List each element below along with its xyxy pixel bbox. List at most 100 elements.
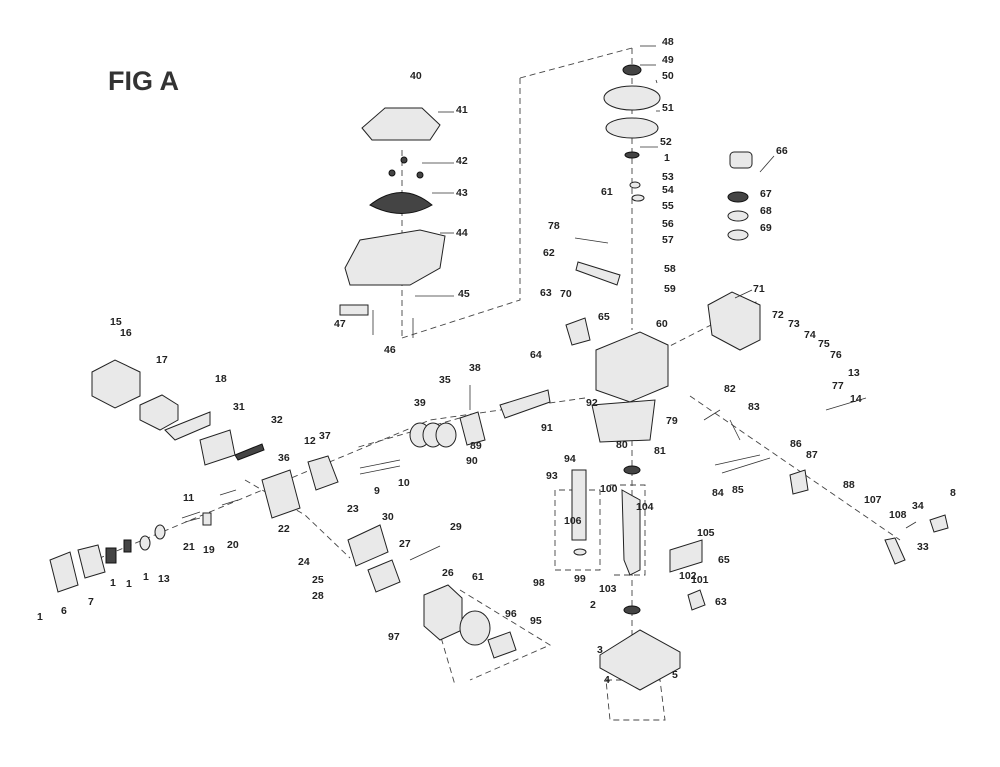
part-88-lever — [884, 537, 906, 565]
callout-label: 75 — [818, 338, 830, 350]
part-8-valve — [181, 511, 201, 519]
callout-label: 103 — [599, 583, 617, 595]
part-17-pipe — [199, 429, 236, 466]
part-71-fuel-tank — [707, 291, 761, 351]
callout-label: 37 — [319, 430, 331, 442]
part-shapes — [49, 64, 949, 691]
callout-label: 11 — [183, 492, 194, 504]
part-39-connecting-rod — [499, 389, 551, 419]
callout-label: 94 — [564, 453, 576, 465]
part-101-sump — [599, 629, 681, 691]
callout-label: 1 — [110, 577, 116, 589]
callout-labels: 4041424344454647484950515215354555657617… — [37, 36, 956, 686]
callout-label: 51 — [662, 102, 674, 114]
callout-label: 36 — [278, 452, 290, 464]
part-42-screw-b — [388, 169, 396, 177]
part-92-seal — [623, 465, 641, 475]
callout-label: 101 — [691, 574, 709, 586]
callout-label: 89 — [470, 440, 482, 452]
part-52-washer — [624, 151, 640, 159]
callout-label: 39 — [414, 397, 426, 409]
part-53-key — [629, 181, 641, 189]
callout-label: 90 — [466, 455, 478, 467]
callout-label: 61 — [472, 571, 484, 583]
callout-label: 65 — [718, 554, 730, 566]
callout-label: 71 — [753, 283, 765, 295]
part-44-blower-housing — [344, 229, 446, 286]
part-38-piston — [459, 411, 486, 446]
callout-label: 85 — [732, 484, 744, 496]
callout-label: 74 — [804, 329, 816, 341]
callout-label: 10 — [398, 477, 410, 489]
part-2-muffler — [49, 551, 79, 593]
callout-label: 62 — [543, 247, 555, 259]
callout-label: 28 — [312, 590, 324, 602]
part-11-bolt-b — [221, 499, 239, 506]
callout-label: 58 — [664, 263, 676, 275]
callout-label: 60 — [656, 318, 668, 330]
callout-label: 66 — [776, 145, 788, 157]
callout-label: 63 — [715, 596, 727, 608]
callout-label: 4 — [604, 674, 610, 686]
part-43-recoil-starter — [369, 192, 433, 214]
part-62-coil — [575, 261, 621, 286]
part-104-105-governor — [687, 589, 706, 611]
callout-label: 105 — [697, 527, 715, 539]
part-35-ring-c — [435, 422, 457, 448]
callout-label: 21 — [183, 541, 195, 553]
callout-label: 6 — [61, 605, 67, 617]
part-80-rod — [729, 419, 741, 441]
callout-label: 53 — [662, 171, 674, 183]
part-4-guard — [105, 547, 117, 564]
part-106-gear — [669, 539, 703, 573]
part-42-screw-c — [416, 171, 424, 179]
callout-label: 16 — [120, 327, 132, 339]
callout-label: 78 — [548, 220, 560, 232]
callout-label: 7 — [88, 596, 94, 608]
callout-label: 22 — [278, 523, 290, 535]
part-97-camshaft — [571, 469, 587, 541]
part-30-line — [409, 545, 441, 561]
callout-label: 41 — [456, 104, 468, 116]
part-70-governor — [565, 317, 591, 346]
part-10-clip — [202, 512, 212, 526]
callout-label: 3 — [597, 644, 603, 656]
part-3-gasket — [77, 544, 106, 579]
callout-label: 15 — [110, 316, 122, 328]
part-18-spark-plug — [234, 443, 265, 461]
callout-label: 65 — [598, 311, 610, 323]
figure-title: FIG A — [108, 66, 179, 96]
part-16-plate — [164, 411, 211, 441]
callout-label: 19 — [203, 544, 215, 556]
callout-label: 17 — [156, 354, 168, 366]
callout-label: 26 — [442, 567, 454, 579]
callout-label: 92 — [586, 397, 598, 409]
part-33-pushrod-b — [359, 465, 401, 475]
part-6-spring — [139, 535, 151, 551]
part-29-cover — [487, 631, 517, 659]
callout-label: 5 — [672, 669, 678, 681]
callout-label: 25 — [312, 574, 324, 586]
callout-label: 1 — [664, 152, 670, 164]
part-24-carburetor — [367, 559, 401, 593]
callout-label: 34 — [912, 500, 924, 512]
callout-label: 50 — [662, 70, 674, 82]
callout-label: 97 — [388, 631, 400, 643]
part-33-pushrod — [359, 459, 401, 469]
callout-label: 45 — [458, 288, 470, 300]
part-100-seal — [623, 605, 641, 615]
callout-label: 55 — [662, 200, 674, 212]
part-11-bolt — [219, 489, 237, 496]
part-98-washer — [573, 548, 587, 556]
part-31-gasket — [307, 455, 339, 491]
callout-label: 1 — [37, 611, 43, 623]
part-41-shroud — [361, 107, 441, 141]
callout-label: 47 — [334, 318, 346, 330]
leader-lines — [415, 45, 775, 299]
callout-label: 91 — [541, 422, 553, 434]
callout-label: 29 — [450, 521, 462, 533]
callout-label: 83 — [748, 401, 760, 413]
part-84-bracket — [789, 469, 809, 495]
callout-label: 80 — [616, 439, 628, 451]
part-67-ring — [727, 191, 749, 203]
